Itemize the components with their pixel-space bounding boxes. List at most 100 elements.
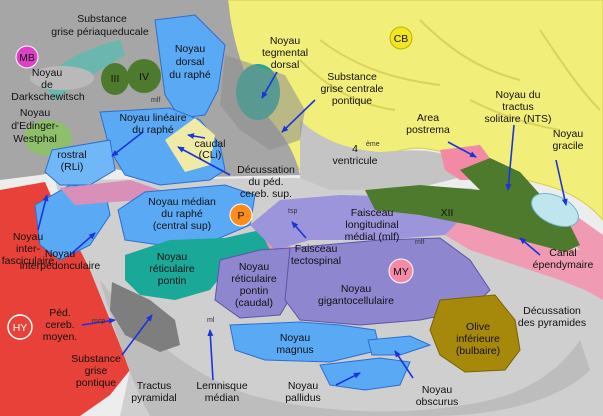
svg-text:tectospinal: tectospinal (291, 255, 341, 267)
svg-text:cereb.: cereb. (45, 319, 74, 331)
label-iv: IV (139, 71, 149, 83)
label-xii: XII (441, 207, 454, 219)
svg-text:magnus: magnus (276, 344, 313, 356)
label-substance-grise-periaqueducale: Substance grise périaqueducale (51, 13, 149, 38)
svg-text:Lemnisque: Lemnisque (196, 380, 248, 392)
svg-text:Noyau du: Noyau du (496, 89, 541, 101)
svg-text:(RLi): (RLi) (61, 161, 84, 173)
label-substance-grise-centrale-pontique: Substance grise centrale pontique (320, 71, 383, 107)
svg-text:du raphé: du raphé (169, 69, 211, 81)
svg-text:du raphé: du raphé (132, 124, 174, 136)
trochlear-nucleus-iv (127, 59, 161, 93)
label-ped-cereb-moyen: Péd. cereb. moyen. (43, 307, 77, 343)
svg-text:Olive: Olive (466, 321, 490, 333)
label-tractus-pyramidal: Tractus pyramidal (131, 380, 177, 404)
pons-badge (229, 203, 253, 227)
medulla-badge (388, 258, 414, 284)
label-caudal-cli: caudal (CLi) (195, 138, 226, 161)
svg-text:Canal: Canal (549, 247, 576, 259)
svg-text:longitudinal: longitudinal (345, 219, 398, 231)
label-noyau-tegmental-dorsal: Noyau tegmental dorsal (262, 35, 308, 71)
svg-text:fasciculaire: fasciculaire (2, 255, 55, 267)
svg-text:Décussation: Décussation (523, 305, 581, 317)
pons-outer-band (100, 280, 590, 416)
pons-badge-label: P (237, 210, 244, 222)
label-noyau-magnus: Noyau magnus (276, 332, 313, 356)
svg-text:gracile: gracile (553, 140, 584, 152)
svg-text:solitaire (NTS): solitaire (NTS) (484, 113, 551, 125)
label-noyau-gracile: Noyau gracile (553, 128, 584, 152)
hypothalamus (0, 182, 130, 416)
svg-text:grise périaqueducale: grise périaqueducale (51, 26, 149, 38)
svg-text:Noyau: Noyau (270, 35, 301, 47)
svg-text:Noyau: Noyau (13, 231, 44, 243)
cerebellum-badge (389, 26, 413, 50)
svg-text:postrema: postrema (406, 124, 450, 136)
label-rostral-rli: rostral (RLi) (57, 149, 86, 173)
svg-text:Péd.: Péd. (49, 307, 71, 319)
svg-text:Tractus: Tractus (137, 380, 172, 392)
svg-text:Darkschewitsch: Darkschewitsch (11, 91, 85, 103)
svg-text:réticulaire: réticulaire (149, 263, 195, 275)
label-decussation-ped-cereb-sup: Décussation du péd. cereb. sup. (237, 164, 295, 200)
svg-text:ème: ème (366, 141, 380, 148)
svg-text:(central sup): (central sup) (153, 220, 211, 232)
svg-text:Noyau: Noyau (280, 332, 311, 344)
svg-text:Noyau: Noyau (20, 107, 51, 119)
label-canal-ependymaire: Canal épendymaire (533, 247, 594, 271)
label-faisceau-longitudinal-medial: Faisceau longitudinal médial (mlf) (345, 207, 400, 243)
label-noyau-obscurus: Noyau obscurus (416, 384, 459, 408)
svg-text:du raphé: du raphé (161, 208, 203, 220)
svg-text:de: de (41, 79, 53, 91)
label-substance-grise-pontique: Substance grise pontique (71, 353, 121, 389)
svg-text:inférieure: inférieure (456, 333, 500, 345)
svg-text:(CLi): (CLi) (199, 149, 222, 161)
inferior-olive (429, 294, 521, 373)
svg-text:tractus: tractus (502, 101, 534, 113)
label-noyau-reticulaire-pontin-caudal: Noyau réticulaire pontin (caudal) (231, 261, 277, 309)
label-noyau-pallidus: Noyau pallidus (285, 380, 321, 404)
svg-text:gigantocellulaire: gigantocellulaire (318, 295, 394, 307)
svg-text:Noyau: Noyau (288, 380, 319, 392)
label-noyau-interfasciculaire: Noyau inter- fasciculaire (2, 231, 55, 267)
svg-text:cereb. sup.: cereb. sup. (240, 188, 292, 200)
svg-text:ventricule: ventricule (333, 155, 378, 167)
nucleus-tractus-solitarius (460, 158, 560, 235)
label-noyau-median-raphe: Noyau médian du raphé (central sup) (148, 196, 216, 232)
darkschewitsch-nucleus-shape (30, 66, 94, 90)
edinger-westphal-nucleus-shape (24, 120, 72, 156)
label-lemnisque-median: Lemnisque médian (196, 380, 248, 404)
svg-text:pyramidal: pyramidal (131, 392, 177, 404)
hypoglossal-nucleus-xii (365, 185, 580, 252)
svg-text:Area: Area (417, 112, 439, 124)
svg-text:(bulbaire): (bulbaire) (456, 345, 500, 357)
label-noyau-edinger-westphal: Noyau d'Edinger- Westphal (11, 107, 59, 145)
mb-badge (15, 45, 39, 69)
svg-text:épendymaire: épendymaire (533, 259, 594, 271)
label-decussation-pyramides: Décussation des pyramides (518, 305, 586, 329)
svg-text:médian: médian (205, 392, 240, 404)
svg-text:grise centrale: grise centrale (320, 83, 383, 95)
svg-text:dorsal: dorsal (271, 59, 300, 71)
mlf-right-label: mlf (415, 239, 424, 246)
svg-text:pontin: pontin (158, 275, 187, 287)
svg-text:Noyau: Noyau (553, 128, 584, 140)
svg-text:pontin: pontin (240, 285, 269, 297)
svg-text:réticulaire: réticulaire (231, 273, 277, 285)
svg-text:du péd.: du péd. (248, 176, 283, 188)
svg-text:médial (mlf): médial (mlf) (345, 231, 400, 243)
fourth-ventricle (300, 120, 470, 190)
svg-text:d'Edinger-: d'Edinger- (11, 120, 59, 132)
dorsal-raphe-nucleus (154, 14, 226, 119)
svg-text:dorsal: dorsal (176, 56, 205, 68)
svg-text:rostral: rostral (57, 149, 86, 161)
hypothalamus-badge-label: HY (13, 322, 28, 334)
svg-text:Westphal: Westphal (13, 133, 57, 145)
label-noyau-interpedonculaire: Noyau interpédonculaire (20, 248, 101, 272)
label-iii: III (111, 73, 120, 85)
svg-text:Substance: Substance (77, 13, 127, 25)
svg-text:moyen.: moyen. (43, 331, 77, 343)
svg-text:Noyau médian: Noyau médian (148, 196, 216, 208)
